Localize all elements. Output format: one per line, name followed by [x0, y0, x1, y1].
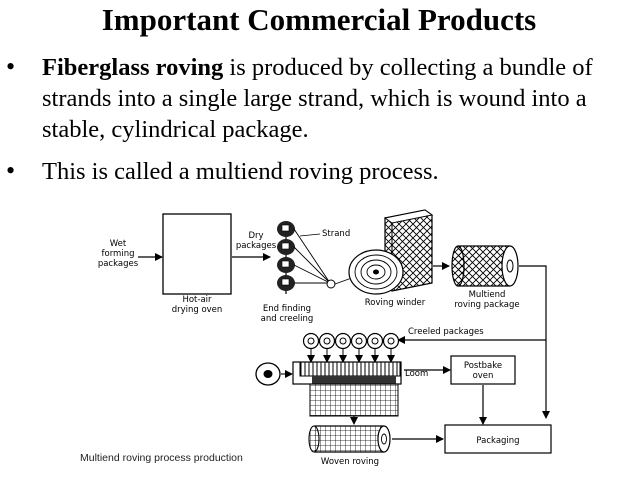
- svg-text:oven: oven: [473, 371, 494, 381]
- svg-text:packages: packages: [98, 259, 139, 269]
- multiend-roving-package: [451, 245, 519, 287]
- bullet-marker-2: •: [6, 156, 16, 185]
- packaging-box: [444, 424, 552, 454]
- drying-oven-label: Hot-air drying oven: [172, 295, 223, 315]
- bullet-1-bold-term: Fiberglass roving: [42, 54, 224, 81]
- roving-winder: [348, 209, 434, 295]
- svg-text:Hot-air: Hot-air: [182, 295, 212, 305]
- feed-spool: [255, 362, 281, 386]
- woven-roving-label: Woven roving: [321, 457, 379, 467]
- svg-text:drying oven: drying oven: [172, 305, 223, 315]
- dry-packages-label: Dry packages: [236, 231, 277, 251]
- roving-winder-label: Roving winder: [365, 298, 426, 308]
- bullet-1-rest: is produced by collecting a bundle of st…: [42, 54, 593, 143]
- arrow-package-to-packaging: [519, 265, 550, 419]
- creeled-packages: [302, 332, 400, 350]
- svg-text:End finding: End finding: [263, 304, 311, 314]
- svg-text:forming: forming: [102, 249, 135, 259]
- loom-label: Loom: [405, 369, 428, 379]
- creeled-packages-label: Creeled packages: [408, 327, 484, 337]
- svg-text:Wet: Wet: [110, 239, 127, 249]
- creel-spools: [277, 221, 295, 294]
- strand-guide-eye: [326, 279, 336, 289]
- bullet-text-1: Fiberglass roving is produced by collect…: [42, 52, 634, 145]
- bullet-text-2: This is called a multiend roving process…: [42, 158, 439, 185]
- wet-forming-packages-label: Wet forming packages: [98, 239, 139, 269]
- strands-converging: [293, 228, 331, 284]
- figure-caption: Multiend roving process production: [80, 452, 243, 464]
- svg-text:and creeling: and creeling: [261, 314, 314, 324]
- svg-text:Postbake: Postbake: [464, 361, 502, 371]
- multiend-package-label: Multiend roving package: [454, 290, 519, 310]
- drying-oven-box: [162, 213, 232, 295]
- woven-roving-roll: [308, 425, 391, 453]
- strand-label: Strand: [322, 229, 350, 239]
- creel-feed-lines: [307, 349, 395, 363]
- postbake-oven-label: Postbake oven: [464, 361, 502, 381]
- bullet-marker-1: •: [6, 52, 16, 81]
- postbake-oven-box: [450, 355, 516, 385]
- svg-text:Dry: Dry: [248, 231, 263, 241]
- strand-pointer: [299, 233, 321, 237]
- svg-text:packages: packages: [236, 241, 277, 251]
- end-finding-label: End finding and creeling: [261, 304, 314, 324]
- loom: [292, 361, 402, 417]
- svg-text:roving package: roving package: [454, 300, 519, 310]
- packaging-label: Packaging: [476, 436, 519, 446]
- svg-text:Multiend: Multiend: [469, 290, 506, 300]
- slide-title: Important Commercial Products: [101, 2, 537, 37]
